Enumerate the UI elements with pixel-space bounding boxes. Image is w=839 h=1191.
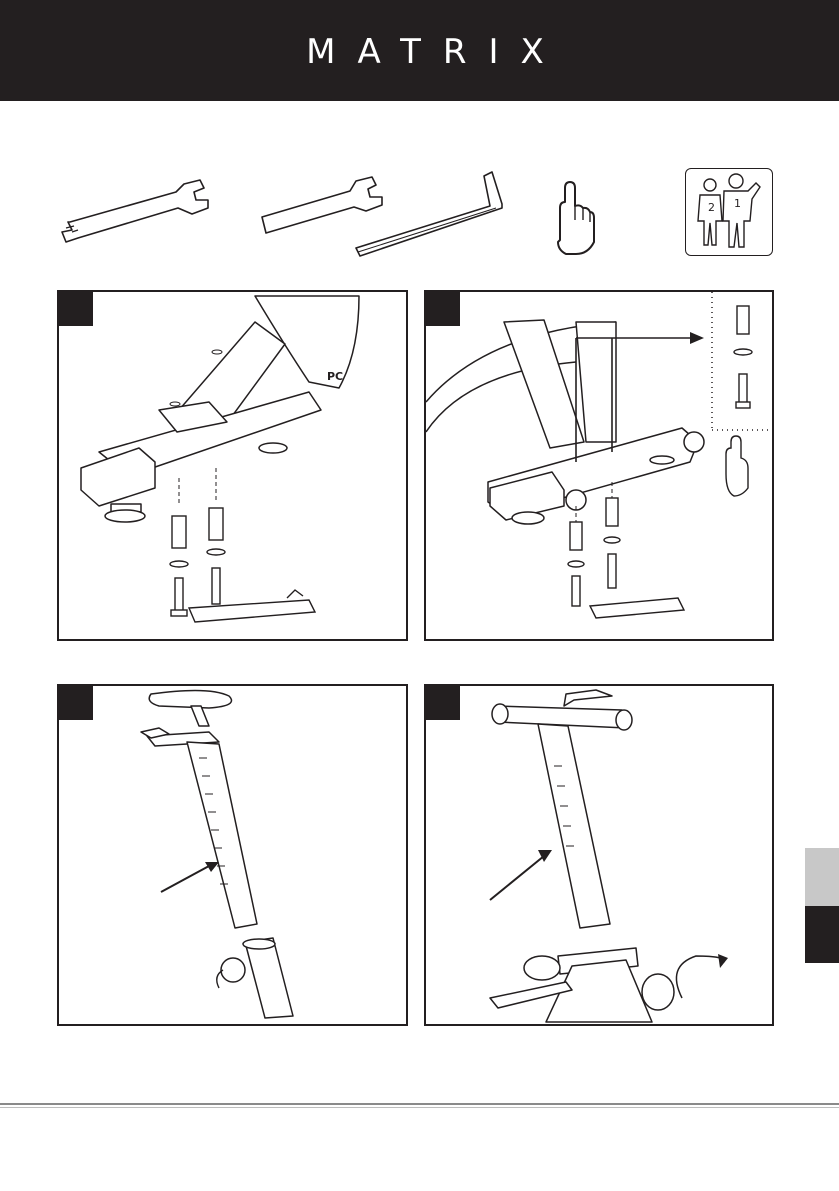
step-panel-2 xyxy=(424,290,774,641)
footer-divider-thin xyxy=(0,1107,839,1108)
brand-wordmark: MATRIX xyxy=(270,34,580,70)
person-label-1: 1 xyxy=(734,197,741,210)
pointing-hand-icon xyxy=(548,180,598,260)
footer-divider xyxy=(0,1103,839,1105)
step-panel-4 xyxy=(424,684,774,1026)
base-frame-assembly-drawing: PC xyxy=(59,292,406,639)
frame-label: PC xyxy=(327,370,343,383)
person-label-2: 2 xyxy=(708,201,715,214)
handlebar-post-drawing xyxy=(426,686,772,1024)
step-panel-1: PC xyxy=(57,290,408,641)
hex-key-icon xyxy=(352,168,512,263)
step-panel-3 xyxy=(57,684,408,1026)
section-tab-light xyxy=(805,848,839,906)
header-bar: MATRIX xyxy=(0,0,839,101)
section-tab-dark xyxy=(805,906,839,963)
seat-post-drawing xyxy=(59,686,406,1024)
wrench-icon xyxy=(58,170,218,250)
matrix-logo: MATRIX xyxy=(270,34,580,70)
two-people-icon: 2 1 xyxy=(685,168,773,256)
frame-hardware-drawing xyxy=(426,292,772,639)
